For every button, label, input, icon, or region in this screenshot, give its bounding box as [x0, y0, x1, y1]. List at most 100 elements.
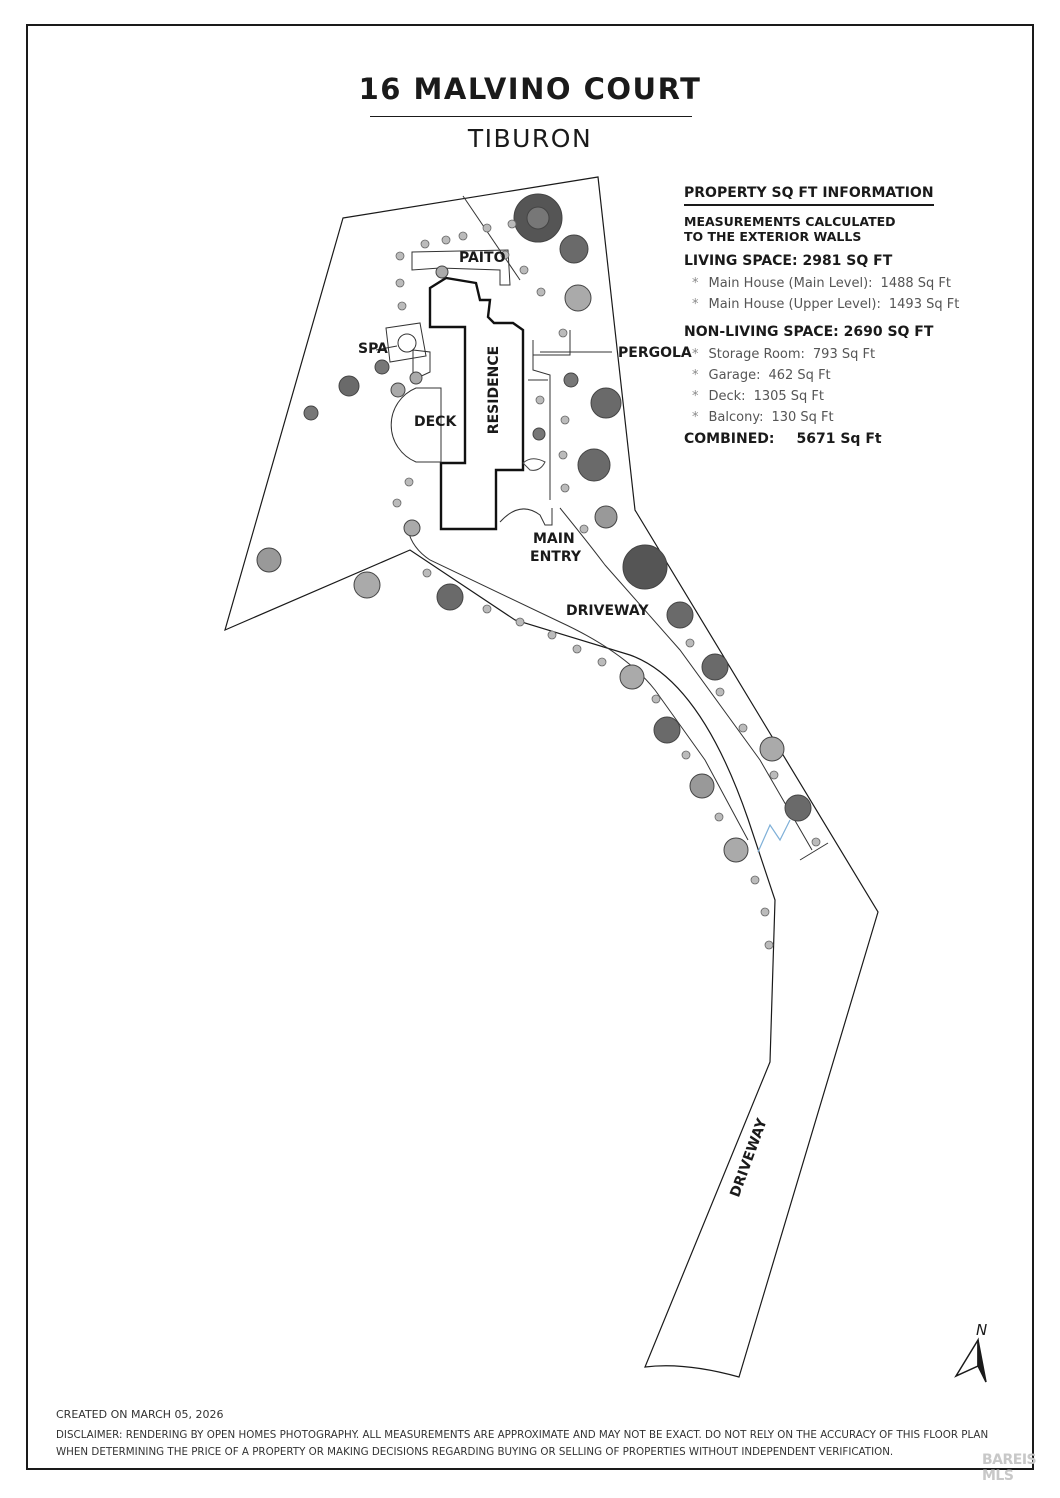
bullet: *: [692, 297, 699, 312]
shrub-icon: [750, 875, 760, 885]
tree-icon: [526, 206, 550, 230]
shrub-icon: [560, 483, 570, 493]
shrub-icon: [685, 638, 695, 648]
info-note-line1: MEASUREMENTS CALCULATED: [684, 214, 896, 229]
list-item: *Main House (Main Level):1488 Sq Ft: [684, 273, 1014, 294]
property-info-panel: PROPERTY SQ FT INFORMATION MEASUREMENTS …: [684, 182, 1014, 447]
shrub-icon: [558, 450, 568, 460]
shrub-icon: [535, 395, 545, 405]
deck-outline: [390, 387, 442, 463]
list-item: *Storage Room:793 Sq Ft: [684, 344, 1014, 365]
created-date: CREATED ON MARCH 05, 2026: [56, 1408, 224, 1421]
tree-icon: [403, 519, 421, 537]
shrub-icon: [558, 328, 568, 338]
tree-icon: [256, 547, 282, 573]
living-space-heading: LIVING SPACE: 2981 SQ FT: [684, 253, 893, 269]
combined-label: COMBINED:: [684, 431, 775, 447]
shrub-icon: [560, 415, 570, 425]
page-title: 16 MALVINO COURT: [358, 72, 702, 106]
combined-value: 5671 Sq Ft: [796, 431, 882, 447]
deck-stairs: [412, 349, 431, 381]
item-label: Storage Room:: [708, 347, 805, 362]
item-label: Balcony:: [708, 410, 764, 425]
title-divider: [370, 116, 692, 117]
shrub-icon: [519, 265, 529, 275]
tree-icon: [390, 382, 406, 398]
combined-total: COMBINED: 5671 Sq Ft: [684, 431, 1014, 447]
tree-icon: [594, 505, 618, 529]
tree-icon: [577, 448, 611, 482]
tree-icon: [435, 265, 449, 279]
page-frame: [26, 24, 1034, 1470]
shrub-icon: [769, 770, 779, 780]
tree-icon: [436, 583, 464, 611]
shrub-icon: [482, 223, 492, 233]
shrub-icon: [515, 617, 525, 627]
entry-planter: [522, 458, 546, 471]
shrub-icon: [441, 235, 451, 245]
item-value: 1493 Sq Ft: [888, 297, 960, 312]
tree-icon: [666, 601, 694, 629]
label-paito: PAITO: [459, 250, 506, 266]
shrub-icon: [458, 231, 468, 241]
tree-icon: [303, 405, 319, 421]
tree-icon: [619, 664, 645, 690]
label-spa: SPA: [358, 341, 388, 357]
property-boundary: [224, 176, 879, 1378]
item-label: Deck:: [708, 389, 746, 404]
tree-icon: [759, 736, 785, 762]
bullet: *: [692, 368, 699, 383]
bullet: *: [692, 389, 699, 404]
item-value: 1305 Sq Ft: [753, 389, 825, 404]
shrub-icon: [397, 301, 407, 311]
tree-icon: [563, 372, 579, 388]
non-living-space-heading: NON-LIVING SPACE: 2690 SQ FT: [684, 324, 934, 340]
utility-marker: [757, 819, 791, 853]
shrub-icon: [482, 604, 492, 614]
shrub-icon: [651, 694, 661, 704]
tree-icon: [653, 716, 681, 744]
shrub-icon: [395, 251, 405, 261]
disclaimer-text: DISCLAIMER: RENDERING BY OPEN HOMES PHOT…: [56, 1429, 989, 1458]
label-deck: DECK: [414, 414, 457, 430]
tree-icon: [701, 653, 729, 681]
list-item: *Balcony:130 Sq Ft: [684, 407, 1014, 428]
info-heading: PROPERTY SQ FT INFORMATION: [684, 185, 934, 206]
item-label: Garage:: [708, 368, 761, 383]
tree-icon: [532, 427, 546, 441]
north-arrow-icon: [954, 1337, 987, 1383]
non-living-space-list: *Storage Room:793 Sq Ft * Garage: 462 Sq F…: [684, 344, 1014, 428]
shrub-icon: [572, 644, 582, 654]
item-value: 462 Sq Ft: [768, 368, 831, 383]
item-label: Main House (Upper Level):: [708, 297, 881, 312]
tree-icon: [338, 375, 360, 397]
bullet: *: [692, 410, 699, 425]
tree-icon: [590, 387, 622, 419]
label-residence: RESIDENCE: [486, 345, 502, 435]
residence-outline: [428, 276, 525, 531]
shrub-icon: [811, 837, 821, 847]
shrub-icon: [597, 657, 607, 667]
label-driveway-upper: DRIVEWAY: [566, 603, 649, 619]
north-label: N: [976, 1321, 988, 1339]
entry-path: [499, 508, 553, 526]
list-item: * Deck: 1305 Sq Ft: [684, 386, 1014, 407]
shrub-icon: [715, 687, 725, 697]
page-subtitle: TIBURON: [467, 124, 593, 153]
tree-icon: [689, 773, 715, 799]
driveway-edges: [407, 195, 829, 861]
mls-watermark: BAREIS MLS: [982, 1452, 1037, 1484]
shrub-icon: [404, 477, 414, 487]
shrubs: [392, 219, 821, 950]
shrub-icon: [536, 287, 546, 297]
tree-icon: [784, 794, 812, 822]
shrub-icon: [422, 568, 432, 578]
item-value: 1488 Sq Ft: [880, 276, 951, 291]
shrub-icon: [395, 278, 405, 288]
shrub-icon: [714, 812, 724, 822]
item-label: Main House (Main Level):: [708, 276, 873, 291]
landscaping: [256, 193, 812, 863]
spa-leader: [375, 345, 398, 351]
shrub-icon: [547, 630, 557, 640]
